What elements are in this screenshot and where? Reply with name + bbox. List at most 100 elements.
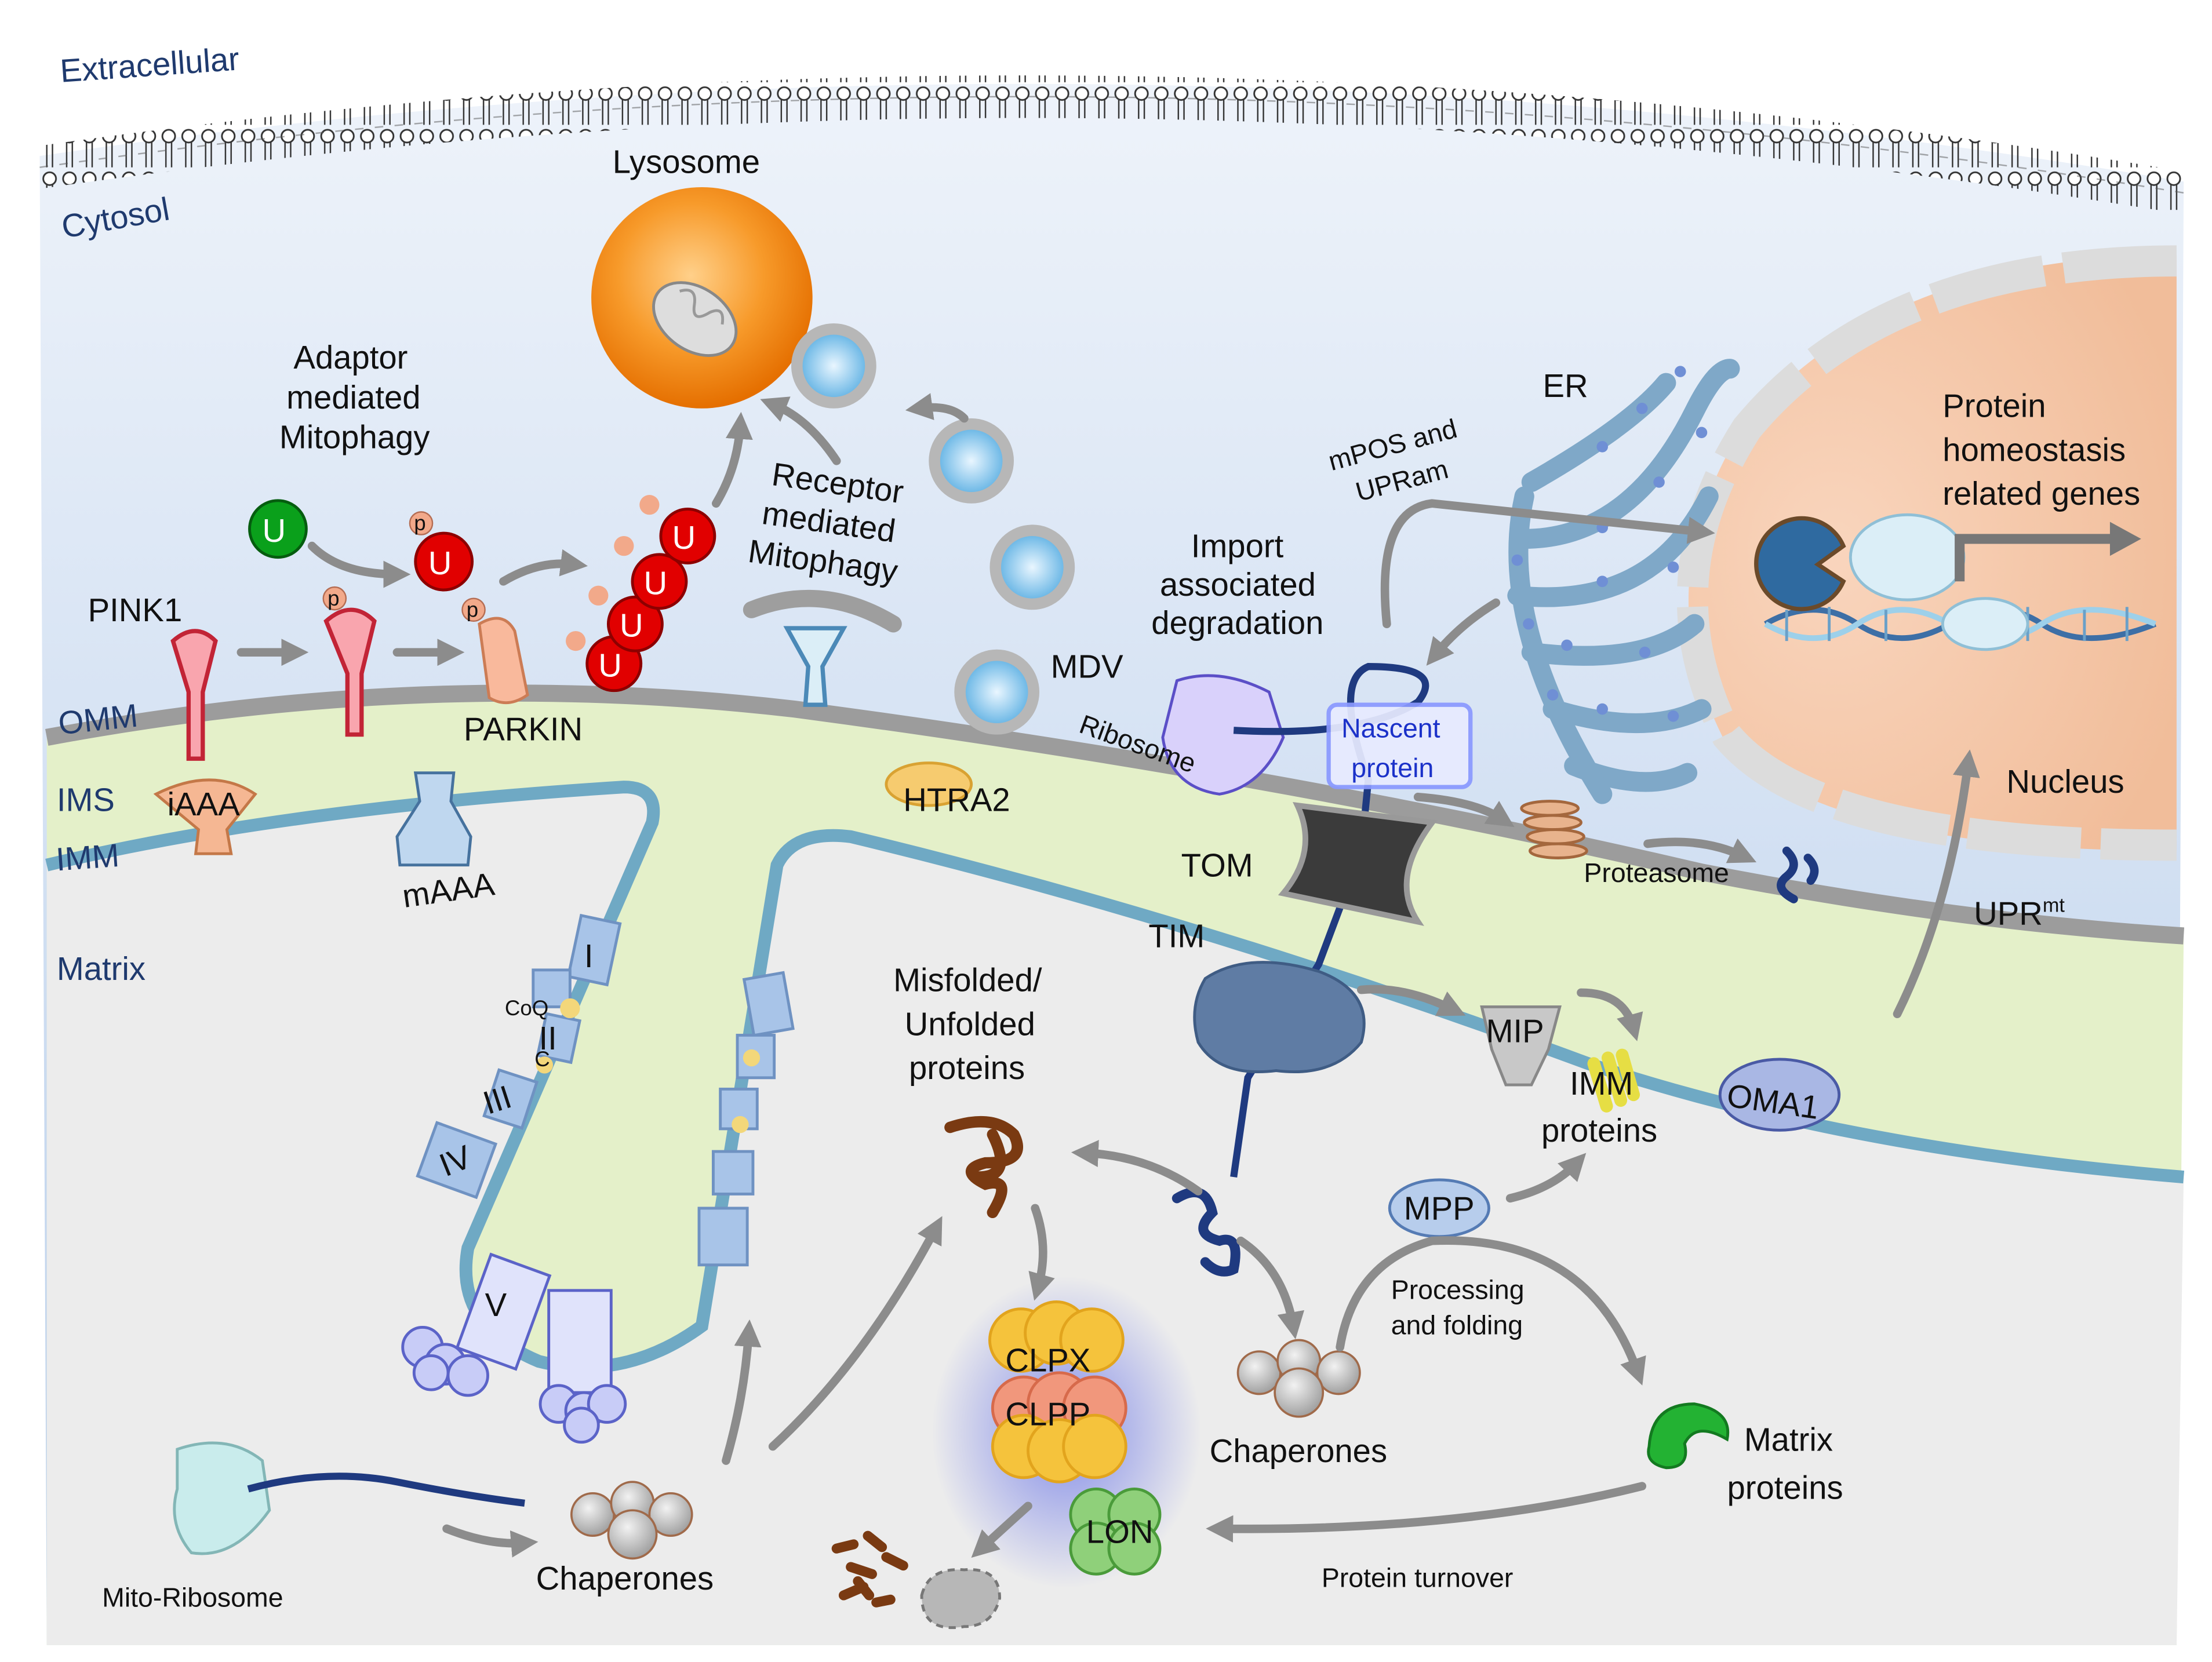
imm-proteins-label-2: proteins [1541, 1112, 1657, 1149]
processing-label-1: Processing [1391, 1275, 1525, 1305]
adaptor-label-3: Mitophagy [279, 418, 430, 455]
chaperones-label-2: Chaperones [1210, 1433, 1388, 1469]
mito-ribosome-label: Mito-Ribosome [102, 1583, 283, 1613]
ubiquitin-icon: U [248, 499, 308, 559]
tim-complex-icon: TIM [1148, 918, 1366, 1074]
pink1-icon: PINK1 [88, 592, 218, 761]
mito-ribosome-icon: Mito-Ribosome [102, 1441, 525, 1613]
misfolded-label-3: proteins [909, 1049, 1025, 1086]
iaaa-protease-icon: iAAA [153, 778, 257, 855]
chaperones-import-icon: Chaperones [1210, 1339, 1388, 1469]
genes-label-1: Protein [1942, 387, 2046, 424]
degraded-peptides-icon [831, 1530, 1002, 1630]
misfolded-label-1: Misfolded/ [893, 962, 1042, 998]
svg-text:p: p [414, 511, 425, 535]
omm-label: OMM [56, 697, 139, 741]
clpp-label: CLPP [1005, 1395, 1090, 1432]
misfolded-label-2: Unfolded [905, 1005, 1035, 1042]
nucleus: Nucleus Protein homeostasis related gene… [1676, 245, 2177, 861]
imm-proteins-icon: IMM proteins [1541, 1048, 1657, 1149]
extracellular-label: Extracellular [59, 40, 241, 89]
uprmt-label: UPRmt [1974, 894, 2065, 931]
complex-v-label: V [485, 1286, 507, 1323]
matrix-label: Matrix [57, 950, 145, 987]
mdv-label: MDV [1051, 648, 1123, 685]
tim-label: TIM [1148, 918, 1205, 954]
pathway-arrows [237, 393, 1980, 1558]
tom-complex-icon: TOM [1181, 801, 1438, 926]
import-label-3: degradation [1151, 604, 1323, 641]
proteasome-label: Proteasome [1584, 858, 1729, 888]
turnover-label: Protein turnover [1322, 1562, 1514, 1592]
clpx-label: CLPX [1005, 1342, 1090, 1378]
complex-i-label: I [584, 938, 594, 974]
ims-label: IMS [57, 782, 115, 818]
svg-text:U: U [620, 607, 643, 644]
adaptor-label-1: Adaptor [293, 339, 408, 376]
mitochondria-derived-vesicles: MDV [791, 323, 1123, 735]
etc-complexes: I CoQ II C III IV V [401, 913, 795, 1444]
iaaa-label: iAAA [168, 786, 241, 822]
coq-label: CoQ [505, 996, 548, 1020]
mip-protease-icon: MIP [1480, 1005, 1562, 1087]
svg-text:p: p [328, 586, 339, 610]
mpp-protease-icon: MPP [1388, 1178, 1490, 1238]
cytosolic-ribosome-icon [1161, 674, 1285, 796]
genes-label-2: homeostasis [1942, 431, 2126, 468]
svg-text:U: U [263, 512, 286, 549]
misfolded-protein-icon [944, 1116, 1023, 1219]
proteasome-icon: Proteasome [1520, 800, 1819, 903]
svg-text:U: U [598, 647, 622, 683]
chaperones-mito-icon: Chaperones [536, 1481, 714, 1597]
svg-text:p: p [467, 597, 478, 621]
svg-text:U: U [644, 564, 668, 601]
degraded-peptide-icon [1777, 846, 1819, 903]
lon-protease-icon: LON [1069, 1488, 1162, 1576]
imported-misfolded-icon [1172, 1187, 1240, 1277]
complex-ii-label: II [539, 1020, 557, 1056]
oma1-protease-icon: OMA1 [1718, 1058, 1841, 1132]
transcription-factor-icon [1754, 516, 1846, 611]
inner-mitochondrial-membrane [45, 781, 2185, 1374]
er-label: ER [1542, 367, 1588, 404]
phospho-ubiquitin-icon: U p [409, 511, 474, 592]
imm-proteins-label-1: IMM [1570, 1065, 1633, 1102]
cyt-c-label: C [534, 1047, 550, 1071]
mip-label: MIP [1486, 1013, 1544, 1049]
processing-label-2: and folding [1391, 1310, 1523, 1340]
genes-label-3: related genes [1942, 475, 2140, 512]
svg-text:U: U [672, 519, 696, 556]
rna-pol-icon [1941, 597, 2029, 651]
nucleus-label: Nucleus [2006, 763, 2124, 800]
nascent-label-2: protein [1351, 753, 1434, 783]
matrix-proteins-label-2: proteins [1727, 1470, 1843, 1506]
nascent-protein-box [1326, 702, 1473, 789]
polyubiquitin-chain-icon: U U U U [566, 495, 716, 692]
matrix-proteins-label-1: Matrix [1744, 1421, 1833, 1457]
imm-label: IMM [54, 837, 120, 877]
parkin-icon: p PARKIN [461, 597, 583, 747]
pink1-label: PINK1 [88, 592, 183, 628]
import-label-2: associated [1160, 566, 1316, 603]
lysosome: Lysosome [591, 144, 813, 409]
parkin-label: PARKIN [464, 710, 583, 747]
chaperones-label-1: Chaperones [536, 1560, 714, 1597]
mpp-label: MPP [1404, 1190, 1475, 1226]
pink1-phospho-icon: p [322, 586, 377, 737]
transcription-arrow-icon [1955, 534, 2113, 582]
import-label-1: Import [1191, 528, 1284, 564]
lysosome-label: Lysosome [613, 144, 760, 180]
coactivator-icon [1849, 513, 1966, 602]
clpp-complex-icon: CLPP [991, 1371, 1127, 1484]
matrix-protein-icon: Matrix proteins [1647, 1402, 1843, 1506]
mitophagy-receptor-icon [743, 590, 902, 707]
nascent-label-1: Nascent [1341, 713, 1440, 743]
svg-text:U: U [428, 545, 452, 581]
adaptor-label-2: mediated [286, 379, 420, 416]
lon-label: LON [1086, 1513, 1154, 1550]
tom-label: TOM [1181, 847, 1253, 883]
htra2-protease-icon: HTRA2 [885, 761, 1010, 818]
htra2-label: HTRA2 [903, 782, 1010, 818]
